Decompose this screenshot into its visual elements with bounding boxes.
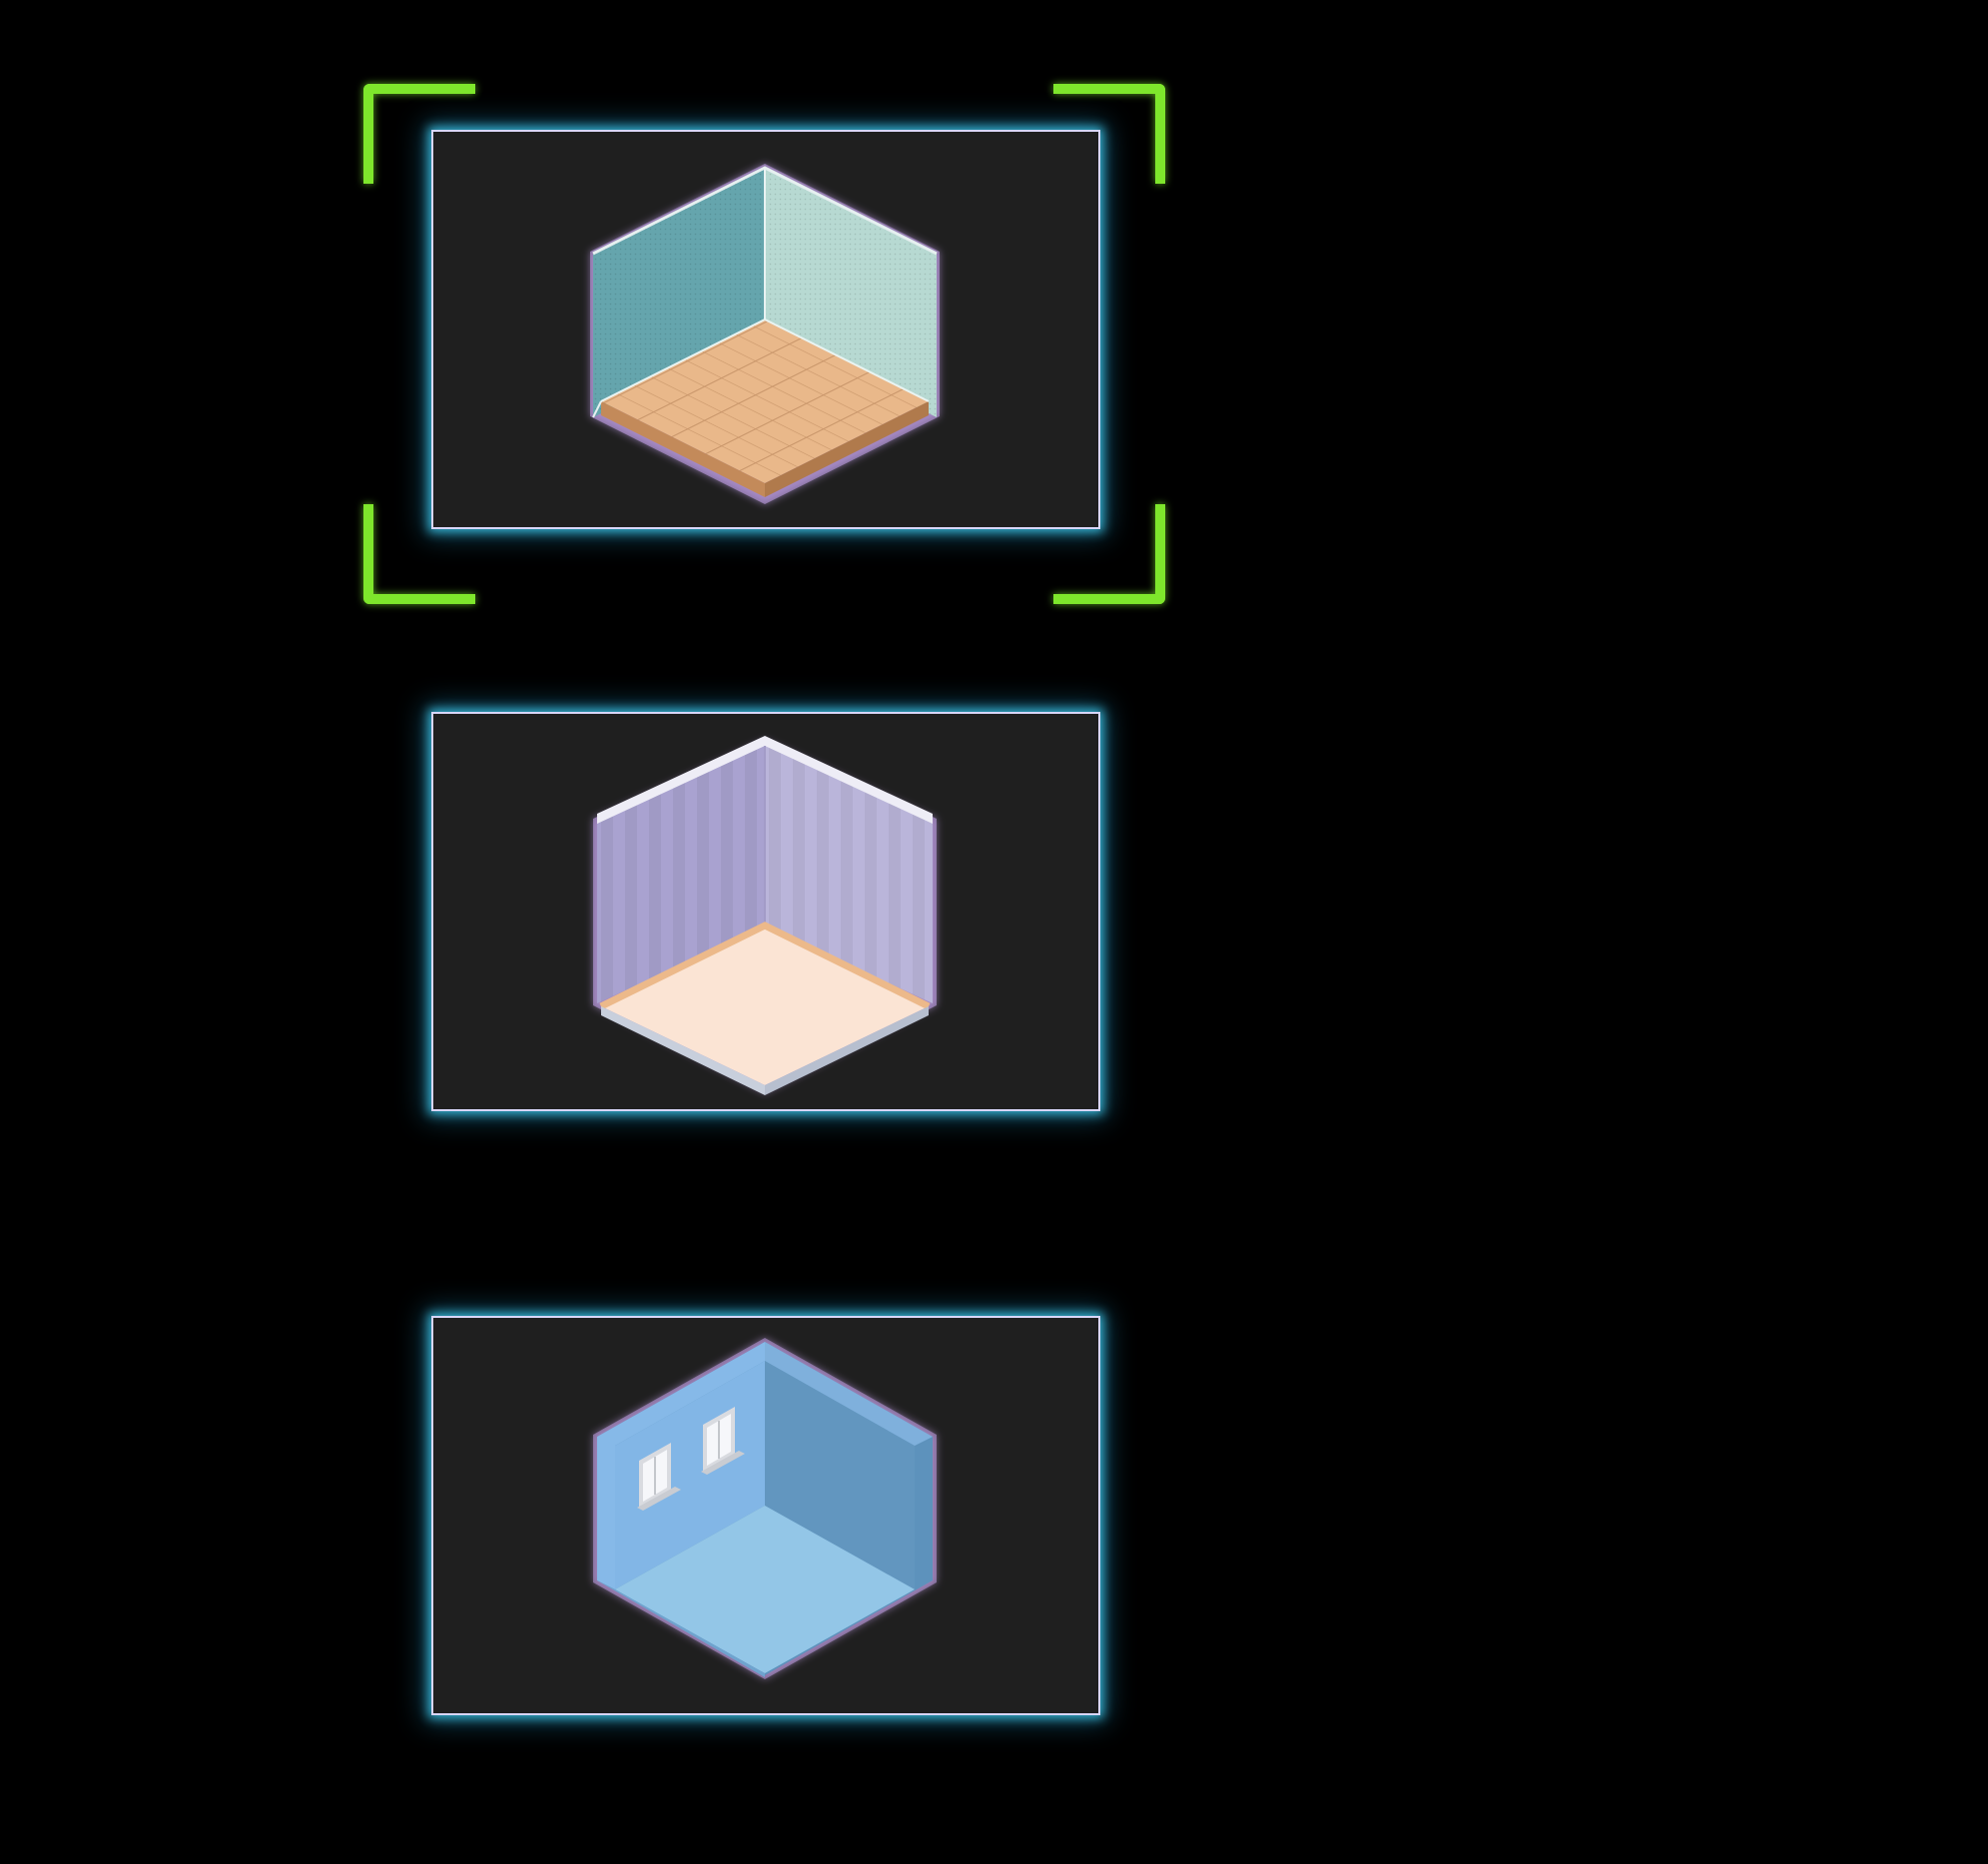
window-icon: [637, 1443, 681, 1511]
room-blue-windows-icon: [593, 1338, 937, 1679]
room-lavender-striped-icon: [593, 736, 937, 1095]
room-option-1[interactable]: [431, 130, 1100, 529]
selection-bracket-top-right: [1053, 84, 1165, 184]
room-option-2[interactable]: [431, 712, 1100, 1111]
selection-bracket-bottom-left: [363, 504, 475, 604]
window-icon: [701, 1407, 745, 1475]
selection-bracket-bottom-right: [1053, 504, 1165, 604]
room-option-3[interactable]: [431, 1316, 1100, 1715]
selection-bracket-top-left: [363, 84, 475, 184]
room-teal-wood-floor-icon: [590, 164, 940, 504]
